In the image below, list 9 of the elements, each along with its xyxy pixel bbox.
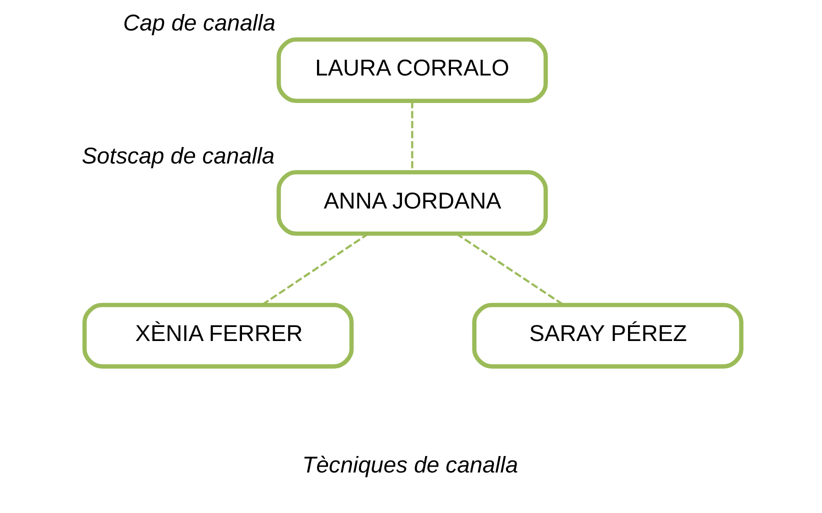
node-box: SARAY PÉREZ: [472, 302, 743, 369]
node-box: LAURA CORRALO: [276, 37, 548, 104]
node-box: XÈNIA FERRER: [82, 302, 354, 369]
label: Tècniques de canalla: [302, 452, 518, 478]
connector: [260, 232, 368, 306]
node-box: ANNA JORDANA: [276, 170, 548, 236]
node-label: Sotscap de canalla: [81, 142, 274, 168]
connector: [456, 232, 564, 306]
node-label: Cap de canalla: [122, 10, 275, 36]
